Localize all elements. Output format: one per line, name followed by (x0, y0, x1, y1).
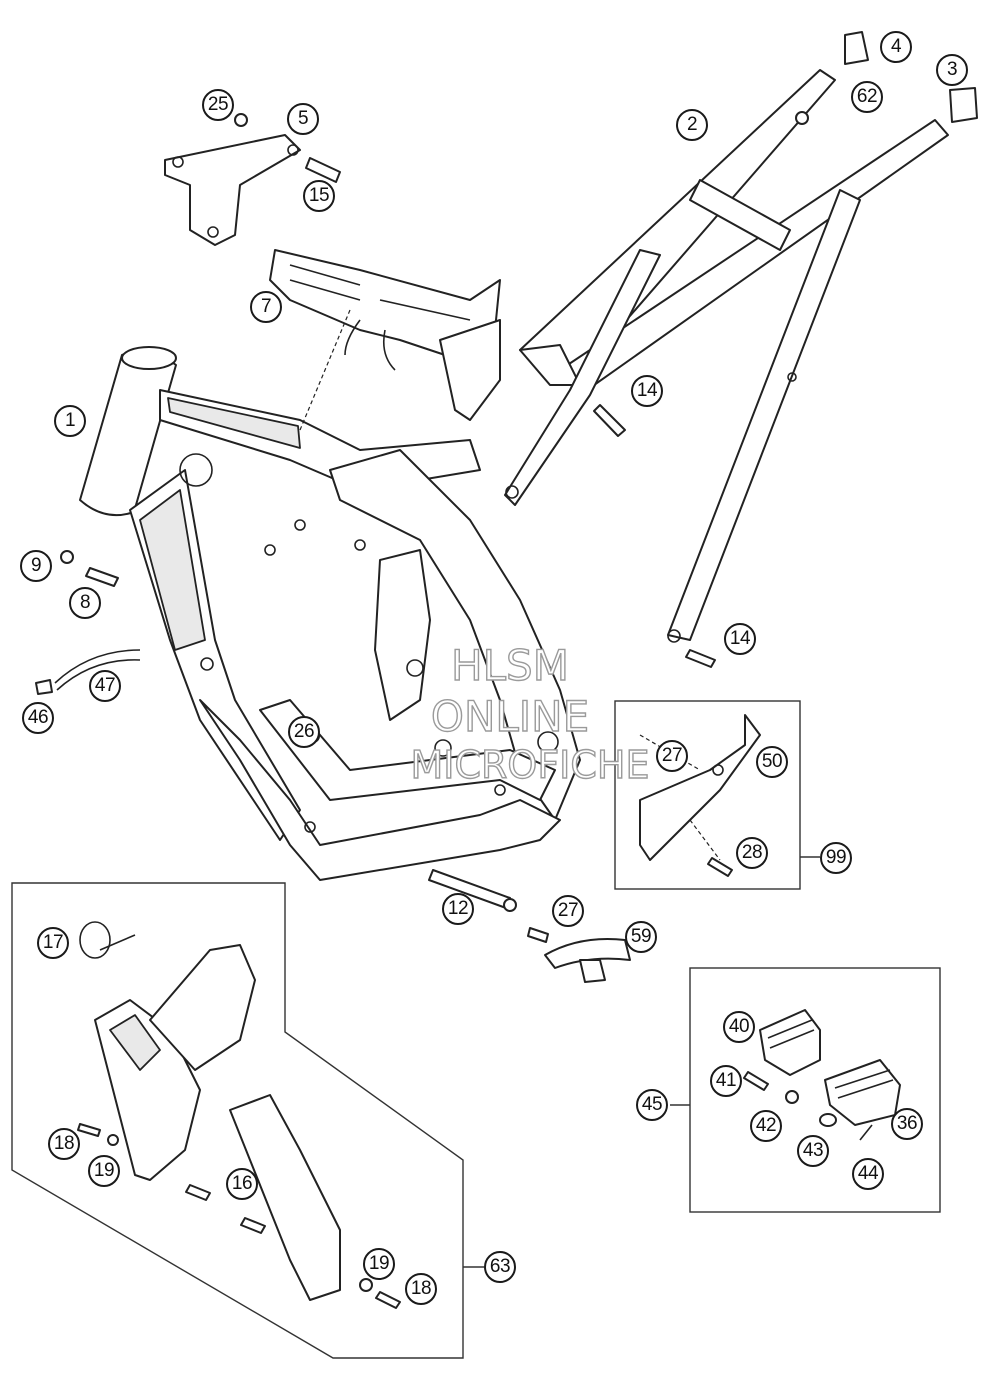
watermark-line-2: ONLINE (430, 692, 590, 741)
callout-41[interactable]: 41 (710, 1065, 742, 1097)
callout-45[interactable]: 45 (636, 1089, 668, 1121)
callout-50[interactable]: 50 (756, 746, 788, 778)
callout-27-b[interactable]: 27 (552, 895, 584, 927)
watermark-line-3: MICROFICHE (410, 743, 650, 787)
callout-19-a[interactable]: 19 (88, 1155, 120, 1187)
callout-18-b[interactable]: 18 (405, 1273, 437, 1305)
callout-40[interactable]: 40 (723, 1011, 755, 1043)
callout-8[interactable]: 8 (69, 587, 101, 619)
callout-43[interactable]: 43 (797, 1135, 829, 1167)
callout-27-a[interactable]: 27 (656, 740, 688, 772)
footpegs (743, 1009, 901, 1141)
callout-5[interactable]: 5 (287, 103, 319, 135)
hardware (35, 31, 978, 912)
callout-7[interactable]: 7 (250, 291, 282, 323)
mount-bracket (164, 134, 301, 246)
chain-guide-part (639, 714, 761, 877)
callout-46[interactable]: 46 (22, 702, 54, 734)
callout-12[interactable]: 12 (442, 893, 474, 925)
callout-62[interactable]: 62 (851, 81, 883, 113)
group-box-chain-guide (614, 700, 801, 890)
callout-26[interactable]: 26 (288, 716, 320, 748)
callout-2[interactable]: 2 (676, 109, 708, 141)
frame-protectors (77, 921, 401, 1309)
subframe (504, 69, 949, 643)
callout-14-b[interactable]: 14 (724, 623, 756, 655)
callout-16[interactable]: 16 (226, 1168, 258, 1200)
callout-4[interactable]: 4 (880, 31, 912, 63)
callout-15[interactable]: 15 (303, 180, 335, 212)
callout-25[interactable]: 25 (202, 89, 234, 121)
callout-36[interactable]: 36 (891, 1108, 923, 1140)
group-box-footpegs (689, 967, 941, 1213)
callout-9[interactable]: 9 (20, 550, 52, 582)
callout-44[interactable]: 44 (852, 1158, 884, 1190)
callout-99[interactable]: 99 (820, 842, 852, 874)
callout-59[interactable]: 59 (625, 921, 657, 953)
tank-bracket (269, 249, 501, 421)
main-frame (79, 346, 581, 881)
watermark-line-1: HLSM (450, 641, 569, 690)
callout-18-a[interactable]: 18 (48, 1128, 80, 1160)
callout-63[interactable]: 63 (484, 1251, 516, 1283)
callout-3[interactable]: 3 (936, 54, 968, 86)
callout-42[interactable]: 42 (750, 1110, 782, 1142)
group-box-frame-protector (11, 882, 464, 1359)
chain-slider (527, 927, 631, 983)
callout-17[interactable]: 17 (37, 927, 69, 959)
callout-19-b[interactable]: 19 (363, 1248, 395, 1280)
callout-1[interactable]: 1 (54, 405, 86, 437)
callout-47[interactable]: 47 (89, 670, 121, 702)
callout-28[interactable]: 28 (736, 837, 768, 869)
callout-14-a[interactable]: 14 (631, 375, 663, 407)
